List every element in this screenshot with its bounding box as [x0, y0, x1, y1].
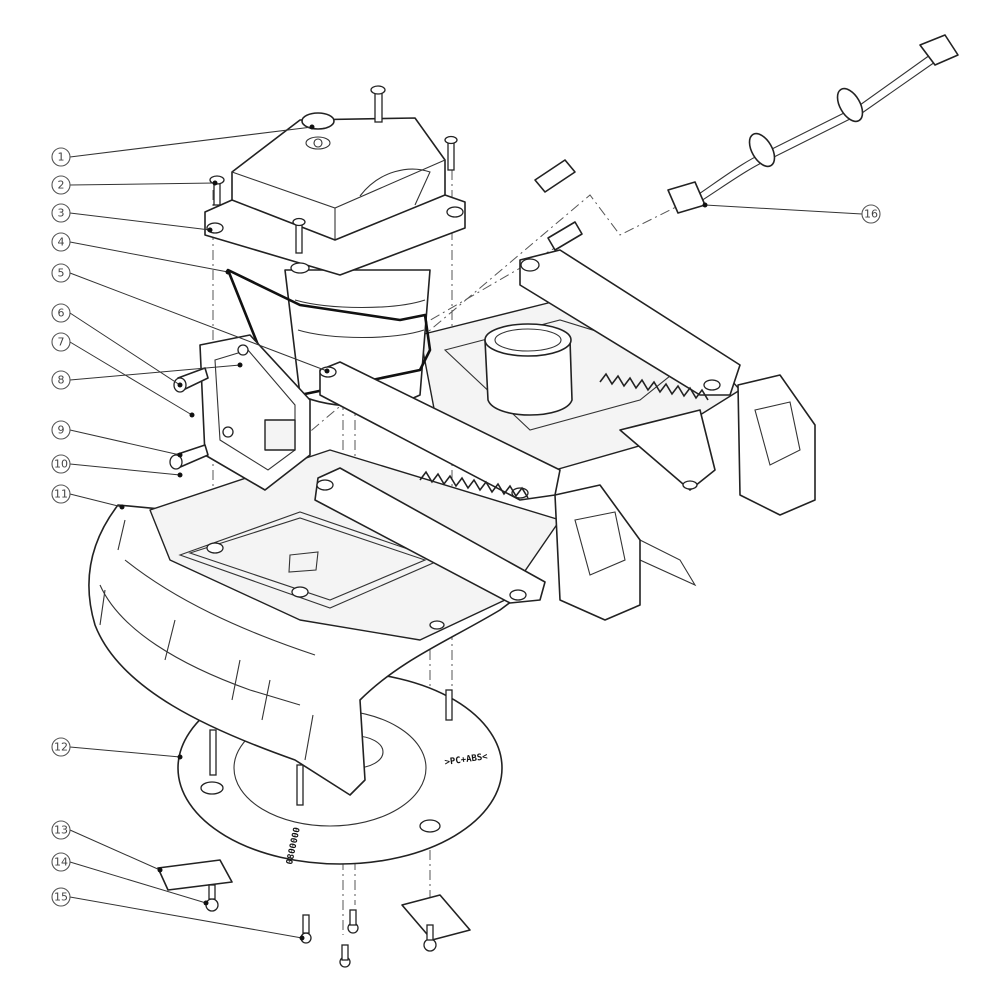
- callout-5-label: 5: [58, 267, 65, 280]
- callout-1-label: 1: [58, 151, 65, 164]
- side-bracket: [169, 334, 311, 491]
- callout-9: 9: [51, 420, 71, 440]
- blades-and-screws: [157, 859, 471, 968]
- callout-16-label: 16: [864, 208, 878, 221]
- callout-11: 11: [51, 484, 71, 504]
- callout-2: 2: [51, 175, 71, 195]
- callout-16: 16: [861, 204, 881, 224]
- callout-7-label: 7: [58, 336, 65, 349]
- callout-5: 5: [51, 263, 71, 283]
- wheel-clamp-blocks: [554, 374, 816, 621]
- leader-lines: [69, 124, 863, 941]
- callout-8: 8: [51, 370, 71, 390]
- callout-13-label: 13: [54, 824, 68, 837]
- callout-12-label: 12: [54, 741, 68, 754]
- housing-screws: [209, 85, 458, 254]
- callout-15: 15: [51, 887, 71, 907]
- callout-8-label: 8: [58, 374, 65, 387]
- upper-spring: [599, 372, 709, 401]
- callout-7: 7: [51, 332, 71, 352]
- callout-15-label: 15: [54, 891, 68, 904]
- callout-11-label: 11: [54, 488, 68, 501]
- callout-6-label: 6: [58, 307, 65, 320]
- callout-10-label: 10: [54, 458, 68, 471]
- callout-12: 12: [51, 737, 71, 757]
- callout-14-label: 14: [54, 856, 68, 869]
- upper-linkage-arm: [319, 249, 741, 501]
- callout-13: 13: [51, 820, 71, 840]
- callout-4-label: 4: [58, 236, 65, 249]
- chassis-deflector: [88, 449, 697, 796]
- lower-spring: [419, 470, 529, 499]
- callout-1: 1: [51, 147, 71, 167]
- callout-6: 6: [51, 303, 71, 323]
- callout-2-label: 2: [58, 179, 65, 192]
- callout-10: 10: [51, 454, 71, 474]
- callout-14: 14: [51, 852, 71, 872]
- lower-linkage-arm: [314, 467, 546, 604]
- callout-3-label: 3: [58, 207, 65, 220]
- cable-harness: [534, 34, 959, 251]
- callout-4: 4: [51, 232, 71, 252]
- callout-9-label: 9: [58, 424, 65, 437]
- callout-3: 3: [51, 203, 71, 223]
